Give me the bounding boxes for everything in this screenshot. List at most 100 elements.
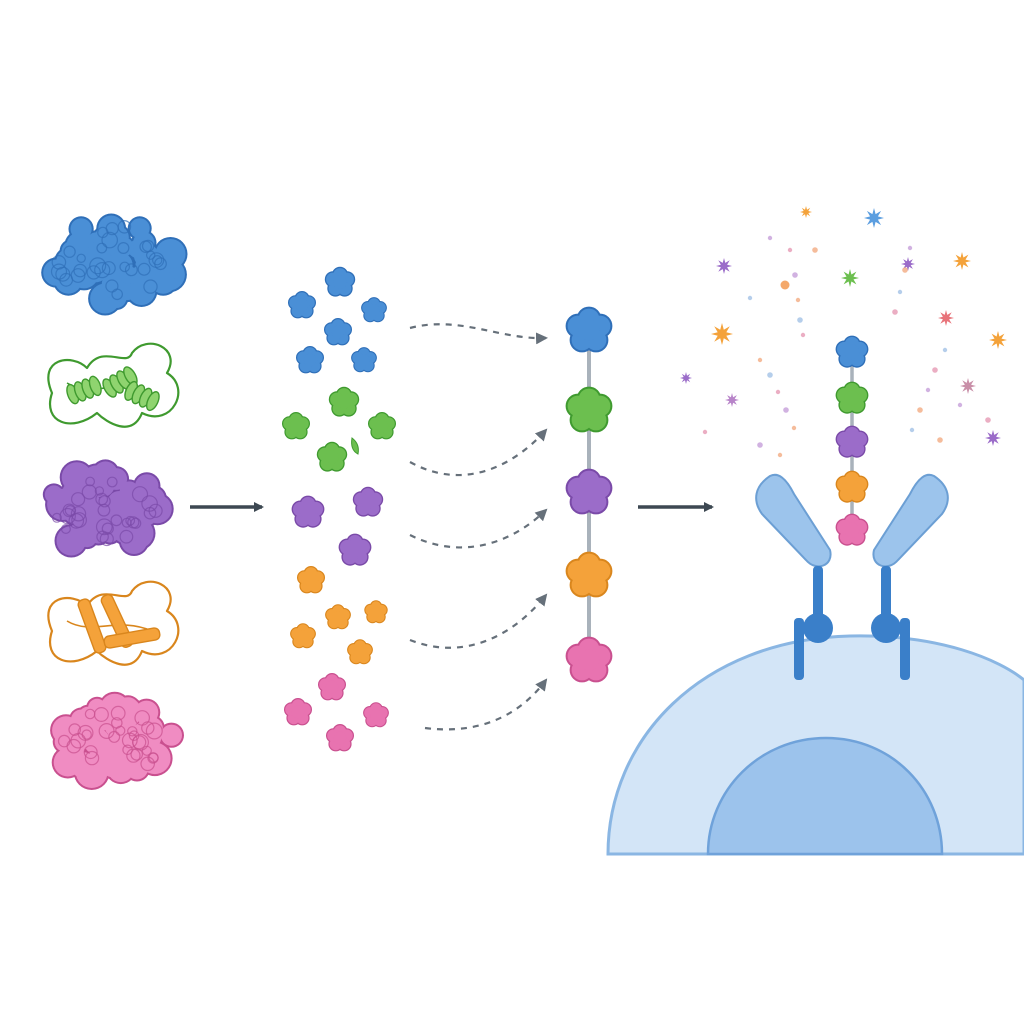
fragment-lobe <box>333 275 347 289</box>
globule-bead <box>139 742 171 775</box>
globule-bead <box>153 270 176 293</box>
globule-bead <box>93 512 116 535</box>
burst-particle <box>775 389 781 395</box>
globule-texture <box>99 531 114 547</box>
fragment-lobe <box>578 481 600 503</box>
globule-texture <box>86 265 101 280</box>
fragment-lobe <box>368 304 380 316</box>
globule-texture <box>97 503 111 517</box>
burst-particle <box>917 407 923 413</box>
sparkle-icon <box>985 430 1001 446</box>
globule-texture <box>130 517 142 529</box>
sparkle-icon <box>960 378 976 394</box>
globule-texture <box>110 705 126 721</box>
globule-bead <box>93 461 118 486</box>
ribbon-loop <box>47 342 180 428</box>
fragment-lobe <box>375 419 389 433</box>
fragment-lobe <box>578 319 600 341</box>
globule-texture <box>63 245 76 258</box>
burst-particle <box>757 357 763 363</box>
peptide-fragment <box>351 437 359 455</box>
globule-texture <box>137 262 151 276</box>
dashed-curved-arrow-icon <box>409 323 548 345</box>
bound-domain-green <box>835 381 869 414</box>
burst-particle <box>897 289 903 295</box>
globule-texture <box>62 503 77 518</box>
construct-domain-purple <box>565 468 613 515</box>
globule-texture <box>81 484 97 500</box>
flow-arrows <box>190 323 714 731</box>
burst-particle <box>937 437 943 443</box>
peptide-fragment <box>338 533 372 566</box>
fragment-lobe <box>844 390 860 406</box>
globule-bead <box>129 218 150 239</box>
burst-particle <box>985 417 991 423</box>
fragment-lobe <box>300 504 316 520</box>
globule-texture <box>141 239 155 253</box>
peptide-fragment <box>284 698 312 726</box>
globule-bead <box>70 218 92 240</box>
globule-bead <box>133 268 158 293</box>
burst-particle <box>791 425 797 431</box>
alpha-helix <box>66 375 102 405</box>
fragment-lobe <box>844 479 860 495</box>
fragment-lobe <box>333 731 347 745</box>
burst-particle <box>777 452 783 458</box>
peptide-fragment <box>324 318 352 346</box>
globule-texture <box>131 486 149 503</box>
peptide-fragment <box>363 702 389 728</box>
burst-particle <box>783 407 789 413</box>
fragment-lobe <box>361 495 375 509</box>
globule-texture <box>126 748 141 763</box>
globule-texture <box>68 513 85 529</box>
peptide-fragment <box>291 495 325 528</box>
sparkle-icon <box>938 310 954 326</box>
receptor-stalk <box>813 566 823 626</box>
sparkle-icon <box>800 206 812 218</box>
burst-particle <box>795 297 801 303</box>
sparkle-icon <box>716 258 732 274</box>
peptide-fragment <box>351 347 377 373</box>
protein-orange-ribbon <box>47 580 180 666</box>
globule-texture <box>60 523 71 534</box>
fragment-lobe <box>370 606 382 618</box>
fragment-lobe <box>291 705 305 719</box>
globule-texture <box>147 752 159 764</box>
peptide-fragment <box>347 639 373 665</box>
bound-domain-blue <box>835 335 869 368</box>
globule-texture <box>68 723 81 736</box>
dashed-curved-arrow-icon <box>409 593 548 649</box>
burst-particle <box>797 317 803 323</box>
construct-domain-orange <box>565 551 613 598</box>
burst-particle <box>907 245 913 251</box>
globule-bead <box>47 488 79 520</box>
sparkle-icon <box>864 208 884 228</box>
globule-texture <box>145 722 163 740</box>
peptide-fragment <box>288 291 316 319</box>
fragment-lobe <box>295 298 309 312</box>
globule-texture <box>141 721 155 735</box>
burst-particle <box>792 272 798 278</box>
globule-texture <box>111 717 123 729</box>
peptide-fragment <box>368 412 396 440</box>
globule-texture <box>84 750 100 766</box>
bound-domain-pink <box>835 513 869 546</box>
fusion-construct <box>565 306 613 683</box>
dashed-curved-arrow-icon <box>409 428 548 477</box>
globule-texture <box>51 512 62 523</box>
sparkle-icon <box>725 393 739 407</box>
protein-green-ribbon <box>47 342 180 428</box>
receptor-arm <box>755 473 832 568</box>
fragment-lobe <box>354 646 366 658</box>
fragment-lobe <box>844 522 860 538</box>
fragment-lobe <box>337 395 351 409</box>
peptide-fragment <box>296 346 324 374</box>
globule-texture <box>85 476 95 487</box>
peptide-fragment <box>297 566 325 594</box>
peptide-fragment <box>290 623 316 649</box>
peptide-fragment <box>364 600 388 624</box>
globule-texture <box>76 253 86 263</box>
globule-texture <box>117 242 130 255</box>
